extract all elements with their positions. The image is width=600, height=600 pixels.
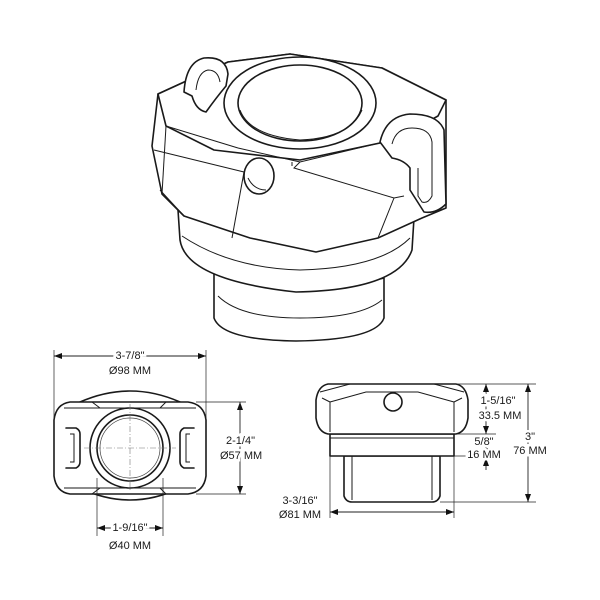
top-view-dimensions [53, 350, 246, 536]
side-view-dimensions [329, 383, 536, 518]
side-view-hole [383, 392, 403, 412]
top-view-right-slot [179, 427, 195, 469]
base-diameter-inch: 3-3/16" [282, 495, 317, 507]
base-diameter-mm: Ø81 MM [279, 509, 321, 521]
isometric-view [151, 53, 447, 342]
bore-inch: 1-9/16" [112, 522, 147, 534]
top-view [53, 390, 207, 501]
depth-mm: Ø57 MM [220, 450, 262, 462]
iso-right-slot [379, 113, 447, 214]
top-view-left-slot [65, 427, 81, 469]
iso-left-slot [183, 57, 229, 113]
iso-side-hole [243, 157, 275, 195]
total-height-inch: 3" [525, 431, 535, 443]
flange-height-mm: 16 MM [467, 449, 501, 461]
head-height-inch: 1-5/16" [480, 395, 515, 407]
side-view-spigot [343, 455, 441, 503]
depth-inch: 2-1/4" [226, 435, 255, 447]
total-height-mm: 76 MM [513, 445, 547, 457]
iso-top-bore-inner [237, 64, 363, 142]
side-view-flange [329, 433, 455, 457]
bore-mm: Ø40 MM [109, 540, 151, 552]
head-height-mm: 33.5 MM [479, 410, 522, 422]
flange-height-inch: 5/8" [474, 436, 493, 448]
overall-width-inch: 3-7/8" [116, 350, 145, 362]
overall-width-mm: Ø98 MM [109, 365, 151, 377]
side-view [315, 383, 469, 503]
